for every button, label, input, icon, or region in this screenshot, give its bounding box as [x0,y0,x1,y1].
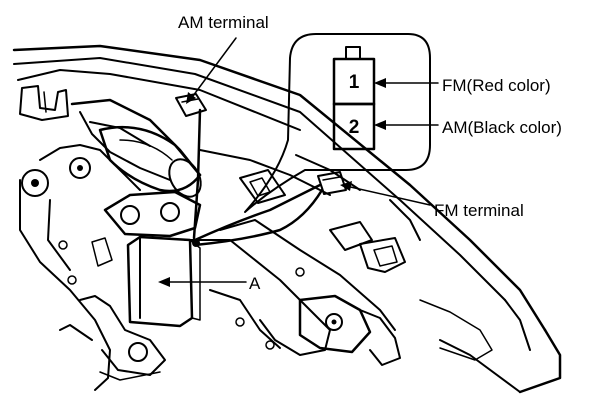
connector-pin-2-cell [332,102,376,151]
leader-lines [158,37,439,287]
vehicle-panel-drawing [12,44,562,394]
connector-latch [345,46,361,60]
connector-pin-2-number: 2 [349,117,360,138]
fm-terminal-arrow-icon [340,181,352,191]
fm-terminal-connector [317,171,347,195]
am-terminal-arrow-icon [186,92,196,104]
am-terminal-label: AM terminal [178,13,269,32]
part-a-arrow-icon [158,277,170,287]
part-a-label: A [249,274,261,293]
connector-pin-1-number: 1 [349,72,360,93]
wiring-harness [192,108,324,247]
fm-terminal-label: FM terminal [434,201,524,220]
connector-callout-bubble: 1 2 [244,33,431,213]
fm-pin-label: FM(Red color) [442,76,551,95]
pin-1-arrow-icon [374,78,386,88]
pin-2-arrow-icon [374,120,386,130]
am-pin-label: AM(Black color) [442,118,562,137]
